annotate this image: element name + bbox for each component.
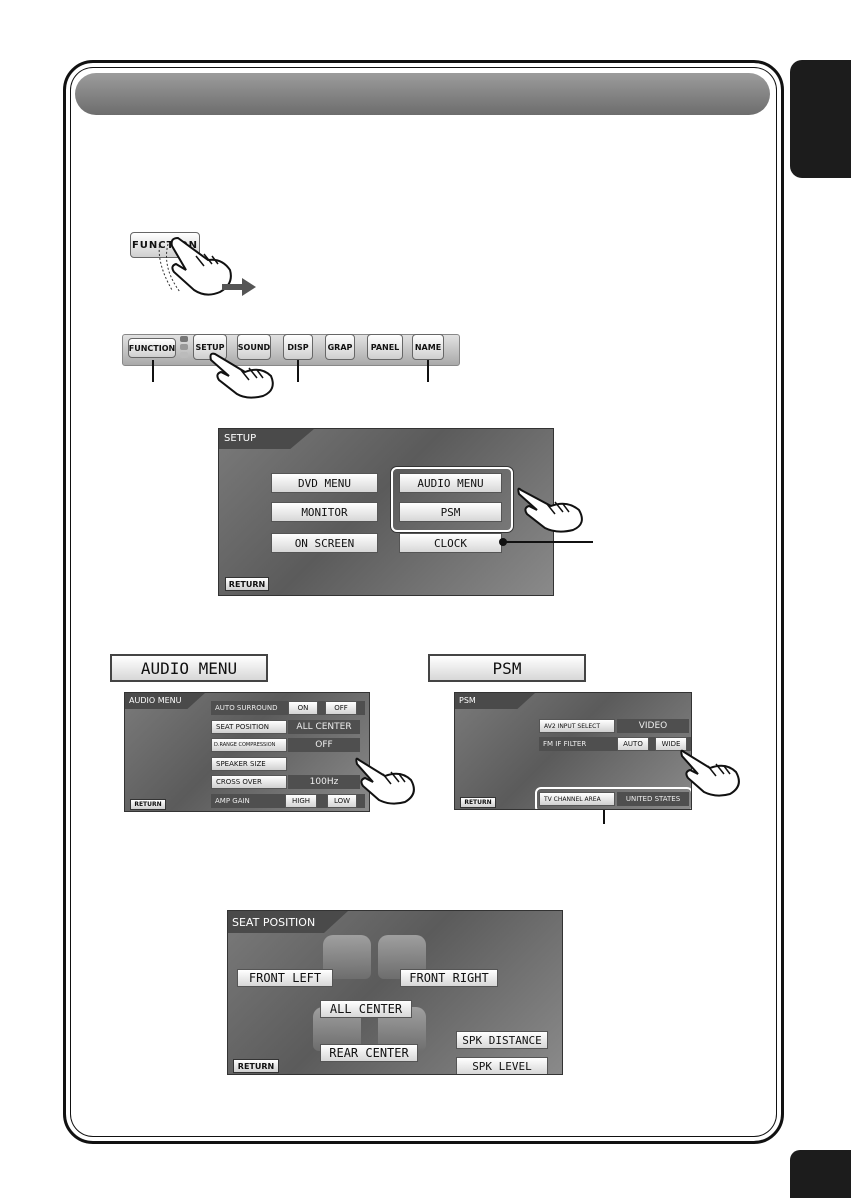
return-button[interactable]: RETURN	[233, 1059, 279, 1073]
callout-line	[603, 810, 605, 824]
hand-pointer-icon	[355, 757, 415, 805]
hand-pointer-icon	[680, 749, 740, 797]
grap-button[interactable]: GRAP	[325, 334, 355, 360]
psm-button[interactable]: PSM	[399, 502, 502, 522]
function-bar-function-button[interactable]: FUNCTION	[128, 338, 176, 358]
rear-center-button[interactable]: REAR CENTER	[320, 1044, 418, 1062]
callout-line	[427, 360, 429, 382]
psm-banner: PSM	[428, 654, 586, 682]
d-range-compression-button[interactable]: D.RANGE COMPRESSION	[211, 738, 287, 752]
audio-menu-screen-title: AUDIO MENU	[129, 696, 182, 705]
av2-input-value: VIDEO	[617, 719, 689, 733]
hand-pointer-icon	[209, 352, 274, 399]
av2-input-select-button[interactable]: AV2 INPUT SELECT	[539, 719, 615, 733]
screen-title-tab	[125, 693, 205, 709]
language-tab	[790, 60, 851, 178]
speaker-size-button[interactable]: SPEAKER SIZE	[211, 757, 287, 771]
highlight-outline	[535, 787, 691, 809]
callout-line	[297, 360, 299, 382]
front-left-button[interactable]: FRONT LEFT	[237, 969, 333, 987]
page-number-tab	[790, 1150, 851, 1198]
tv-channel-area-button[interactable]: TV CHANNEL AREA	[539, 792, 615, 806]
screen-title-tab	[219, 429, 314, 449]
all-center-button[interactable]: ALL CENTER	[320, 1000, 412, 1018]
disp-button[interactable]: DISP	[283, 334, 313, 360]
spk-distance-button[interactable]: SPK DISTANCE	[456, 1031, 548, 1049]
amp-gain-high-button[interactable]: HIGH	[285, 794, 317, 808]
fm-if-filter-auto-button[interactable]: AUTO	[617, 737, 649, 751]
callout-line	[503, 541, 593, 543]
fm-if-filter-wide-button[interactable]: WIDE	[655, 737, 687, 751]
audio-menu-button[interactable]: AUDIO MENU	[399, 473, 502, 493]
on-screen-button[interactable]: ON SCREEN	[271, 533, 378, 553]
arrow-right-icon	[222, 278, 256, 296]
seat-position-button[interactable]: SEAT POSITION	[211, 720, 287, 734]
psm-screen-title: PSM	[459, 696, 476, 705]
audio-menu-screen: AUDIO MENU AUTO SURROUND ON OFF SEAT POS…	[124, 692, 370, 812]
front-right-button[interactable]: FRONT RIGHT	[400, 969, 498, 987]
setup-screen: SETUP DVD MENU AUDIO MENU MONITOR PSM ON…	[218, 428, 554, 596]
hand-pointer-icon	[158, 236, 232, 296]
screen-title-tab	[455, 693, 535, 709]
tv-channel-area-value: UNITED STATES	[617, 792, 689, 806]
setup-screen-title: SETUP	[224, 433, 257, 444]
psm-screen: PSM AV2 INPUT SELECT VIDEO FM IF FILTER …	[454, 692, 692, 810]
hand-pointer-icon	[517, 487, 583, 533]
screen-title-tab	[228, 911, 348, 933]
callout-dot	[499, 538, 507, 546]
auto-surround-on-button[interactable]: ON	[288, 701, 318, 715]
return-button[interactable]: RETURN	[460, 797, 496, 808]
amp-gain-low-button[interactable]: LOW	[327, 794, 357, 808]
seat-position-value: ALL CENTER	[288, 720, 360, 734]
seat-position-screen: SEAT POSITION FRONT LEFT FRONT RIGHT ALL…	[227, 910, 563, 1075]
d-range-value: OFF	[288, 738, 360, 752]
bar-indicator-icon	[180, 336, 188, 360]
spk-level-button[interactable]: SPK LEVEL	[456, 1057, 548, 1074]
highlight-outline	[391, 467, 513, 532]
audio-menu-banner: AUDIO MENU	[110, 654, 268, 682]
auto-surround-off-button[interactable]: OFF	[325, 701, 357, 715]
clock-button[interactable]: CLOCK	[399, 533, 502, 553]
section-header-bar	[75, 73, 770, 115]
callout-line	[152, 360, 154, 382]
return-button[interactable]: RETURN	[130, 799, 166, 810]
sound-button[interactable]: SOUND	[237, 334, 271, 360]
panel-button[interactable]: PANEL	[367, 334, 403, 360]
cross-over-button[interactable]: CROSS OVER	[211, 775, 287, 789]
dvd-menu-button[interactable]: DVD MENU	[271, 473, 378, 493]
fm-if-filter-row: FM IF FILTER	[539, 737, 691, 751]
name-button[interactable]: NAME	[412, 334, 444, 360]
cross-over-value: 100Hz	[288, 775, 360, 789]
return-button[interactable]: RETURN	[225, 577, 269, 591]
monitor-button[interactable]: MONITOR	[271, 502, 378, 522]
page-frame	[63, 60, 784, 1144]
seat-position-screen-title: SEAT POSITION	[232, 916, 316, 929]
